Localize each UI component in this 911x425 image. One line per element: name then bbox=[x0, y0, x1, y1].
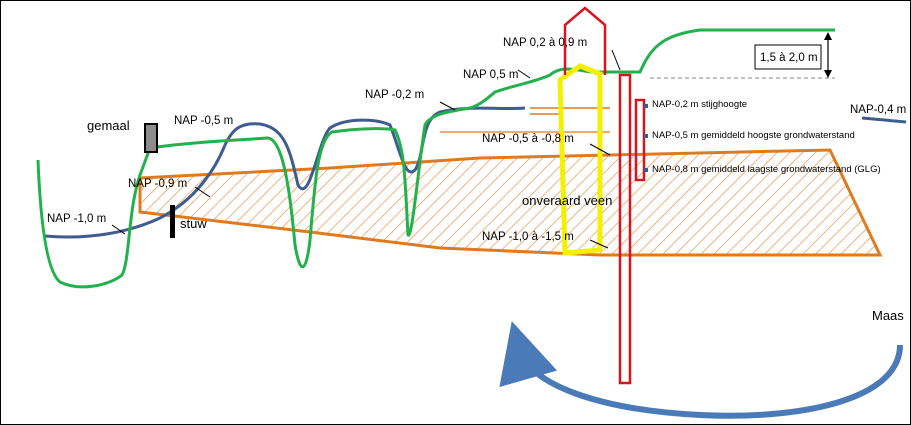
leader-nap-m10-m15 bbox=[589, 239, 609, 249]
gauge-marker-2 bbox=[644, 134, 648, 138]
red-pile bbox=[618, 73, 632, 385]
label-glg: NAP-0,8 m gemiddeld laagste grondwaterst… bbox=[652, 164, 881, 175]
leader-nap-m09 bbox=[194, 186, 211, 198]
leader-nap-m02 bbox=[439, 101, 456, 111]
dim-arrowhead-top bbox=[824, 32, 832, 40]
label-range: 1,5 à 2,0 m bbox=[760, 52, 818, 64]
label-stijghoogte: NAP-0,2 m stijghoogte bbox=[652, 99, 747, 110]
dim-label-box bbox=[754, 44, 822, 70]
red-house bbox=[563, 6, 607, 75]
label-nap-m10: NAP -1,0 m bbox=[47, 213, 106, 225]
surface-line bbox=[36, 28, 835, 289]
dim-arrowhead-bottom bbox=[824, 70, 832, 78]
maas-arrow bbox=[499, 321, 903, 419]
label-ghg: NAP-0,5 m gemiddeld hoogste grondwaterst… bbox=[652, 130, 855, 141]
label-maas: Maas bbox=[872, 308, 904, 323]
label-stuw: stuw bbox=[180, 216, 207, 231]
red-gauge bbox=[634, 98, 646, 182]
label-nap-m09: NAP -0,9 m bbox=[128, 178, 187, 190]
label-nap-m04: NAP-0,4 m bbox=[850, 104, 906, 116]
gauge-marker-3 bbox=[644, 168, 648, 172]
leader-nap-m05-m08 bbox=[589, 143, 611, 156]
label-veen: onveraard veen bbox=[522, 193, 612, 208]
groundwater-line-right bbox=[861, 116, 907, 124]
stuw-bar bbox=[170, 205, 175, 238]
leader-nap-05 bbox=[517, 69, 531, 79]
leader-nap-02-09 bbox=[611, 49, 621, 71]
label-nap-m05: NAP -0,5 m bbox=[174, 115, 233, 127]
label-nap-m10-m15: NAP -1,0 à -1,5 m bbox=[482, 231, 574, 243]
yellow-structure bbox=[557, 63, 603, 256]
gemaal-box bbox=[144, 123, 158, 153]
label-gemaal: gemaal bbox=[87, 118, 130, 133]
label-nap-m02: NAP -0,2 m bbox=[365, 89, 424, 101]
label-nap-05: NAP 0,5 m bbox=[463, 69, 518, 81]
label-nap-m05-m08: NAP -0,5 à -0,8 m bbox=[482, 133, 574, 145]
gauge-marker-1 bbox=[644, 104, 648, 108]
leader-nap-m10 bbox=[111, 224, 126, 235]
label-nap-02-09: NAP 0,2 à 0,9 m bbox=[503, 37, 587, 49]
